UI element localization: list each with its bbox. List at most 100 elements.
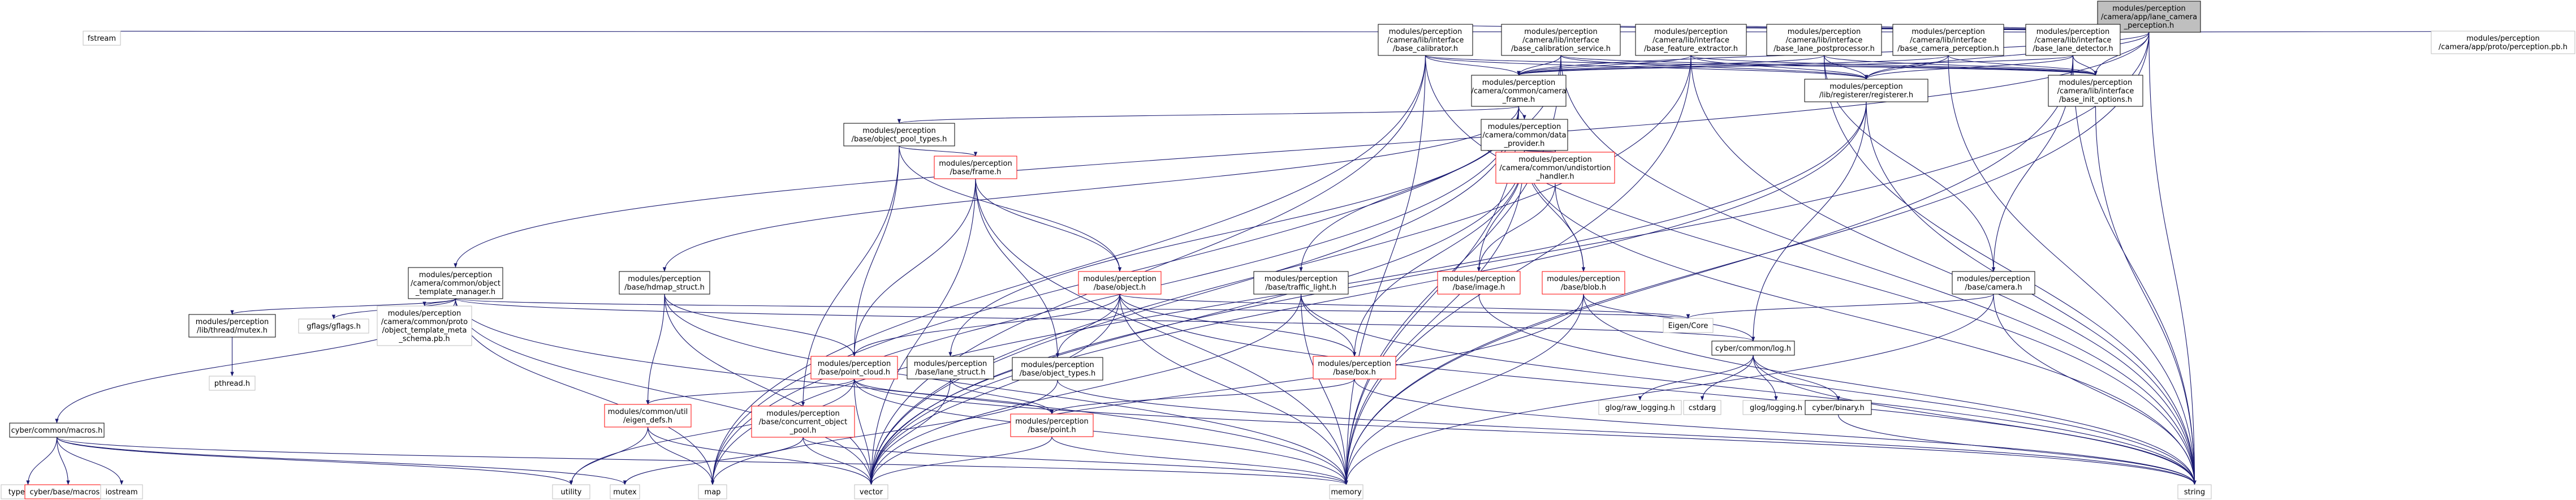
- edge-eigendefs-to-utility: [569, 426, 649, 485]
- node-label-line: /base/camera.h: [1965, 283, 2022, 292]
- node-macros[interactable]: cyber/common/macros.h: [9, 423, 105, 438]
- node-mutex: mutex: [610, 484, 640, 499]
- node-cameraframe[interactable]: modules/perception/camera/common/camera_…: [1471, 75, 1567, 107]
- node-label-line: memory: [1331, 488, 1362, 497]
- node-trafficlight[interactable]: modules/perception/base/traffic_light.h: [1253, 271, 1349, 295]
- node-label-line: /base/blob.h: [1561, 283, 1606, 292]
- node-calibrator[interactable]: modules/perception/camera/lib/interface/…: [1378, 24, 1473, 56]
- node-label-line: _schema.pb.h: [398, 335, 450, 343]
- node-camera[interactable]: modules/perception/base/camera.h: [1952, 271, 2035, 295]
- node-image[interactable]: modules/perception/base/image.h: [1437, 271, 1521, 295]
- node-label-line: modules/perception: [2059, 79, 2132, 87]
- node-label-line: /base/hdmap_struct.h: [624, 283, 705, 292]
- node-camperc[interactable]: modules/perception/camera/lib/interface/…: [1892, 24, 2004, 56]
- edge-calibrator-to-string: [1425, 55, 2197, 485]
- node-dataprovider[interactable]: modules/perception/camera/common/data_pr…: [1481, 119, 1568, 151]
- node-objpooltypes[interactable]: modules/perception/base/object_pool_type…: [843, 123, 955, 146]
- node-box: [552, 484, 590, 499]
- edge-object-to-memory: [1119, 294, 1348, 485]
- node-map: map: [698, 484, 727, 499]
- edge-image-to-string: [1478, 294, 2197, 485]
- node-label-line: _provider.h: [1504, 140, 1545, 148]
- node-label-line: modules/perception: [2466, 35, 2539, 43]
- node-log[interactable]: cyber/common/log.h: [1711, 340, 1795, 356]
- node-calibservice[interactable]: modules/perception/camera/lib/interface/…: [1501, 24, 1621, 56]
- edge-macros-to-utility: [56, 437, 573, 485]
- node-lanepost[interactable]: modules/perception/camera/lib/interface/…: [1766, 24, 1882, 56]
- node-label-line: modules/perception: [1911, 28, 1984, 36]
- node-objecttypes[interactable]: modules/perception/base/object_types.h: [1012, 357, 1103, 381]
- edge-cameraframe-to-dataprovider: [1518, 106, 1526, 120]
- node-basemacros[interactable]: cyber/base/macros.h: [24, 484, 112, 499]
- edge-point-to-vector: [869, 436, 1052, 485]
- node-eigendefs[interactable]: modules/common/util/eigen_defs.h: [604, 404, 692, 428]
- node-lanedet[interactable]: modules/perception/camera/lib/interface/…: [2025, 24, 2121, 56]
- node-object[interactable]: modules/perception/base/object.h: [1078, 271, 1162, 295]
- edge-calibservice-to-initoptions: [1560, 55, 2098, 76]
- node-box: [907, 356, 994, 380]
- node-label-line: modules/perception: [2112, 5, 2185, 13]
- node-memory: memory: [1329, 484, 1363, 499]
- edge-frame-to-memory: [975, 178, 1348, 485]
- node-registerer[interactable]: modules/perception/lib/registerer/regist…: [1804, 79, 1928, 102]
- edge-calibrator-to-vector: [869, 55, 1426, 485]
- node-label-line: modules/perception: [1957, 275, 2030, 283]
- edge-initoptions-to-string: [2095, 106, 2197, 485]
- node-box: [1437, 271, 1521, 295]
- node-label-line: /base_lane_postprocessor.h: [1774, 45, 1875, 53]
- node-blob[interactable]: modules/perception/base/blob.h: [1542, 271, 1625, 295]
- node-label-line: modules/perception: [914, 360, 987, 368]
- node-label-line: modules/perception: [1389, 28, 1462, 36]
- edge-featureext-to-string: [1690, 55, 2197, 485]
- node-label-line: _handler.h: [1535, 173, 1574, 181]
- node-hdmap[interactable]: modules/perception/base/hdmap_struct.h: [619, 271, 710, 295]
- node-gflags: gflags/gflags.h: [298, 318, 369, 334]
- edge-camera-to-memory: [1344, 294, 1994, 485]
- node-pointcloud[interactable]: modules/perception/base/point_cloud.h: [810, 356, 898, 380]
- edge-trafficlight-to-vector: [869, 294, 1302, 485]
- node-box: [854, 484, 888, 499]
- node-box: [100, 484, 143, 499]
- node-label-line: modules/perception: [628, 275, 701, 283]
- node-box: [1711, 340, 1795, 356]
- edge-frame-to-pointcloud: [852, 178, 976, 357]
- node-label-line: modules/perception: [1318, 360, 1391, 368]
- node-objtmpl[interactable]: modules/perception/camera/common/object_…: [408, 267, 503, 299]
- node-featureext[interactable]: modules/perception/camera/lib/interface/…: [1635, 24, 1747, 56]
- node-point[interactable]: modules/perception/base/point.h: [1010, 413, 1094, 437]
- edge-log-to-string: [1753, 355, 2197, 485]
- edge-featureext-to-cameraframe: [1517, 55, 1692, 76]
- edge-objpooltypes-to-concpool: [801, 145, 900, 407]
- node-undistortion[interactable]: modules/perception/camera/common/undisto…: [1495, 152, 1615, 184]
- node-label-line: modules/perception: [1518, 156, 1591, 164]
- edge-object-to-eigen: [1119, 294, 1690, 319]
- edge-lanedet-to-memory: [1344, 55, 2074, 485]
- node-frame[interactable]: modules/perception/base/frame.h: [934, 156, 1017, 179]
- edge-lanestruct-to-vector: [869, 378, 951, 485]
- node-label-line: modules/perception: [1524, 28, 1597, 36]
- edge-dataprovider-to-memory: [1344, 150, 1525, 485]
- node-initoptions[interactable]: modules/perception/camera/lib/interface/…: [2048, 75, 2143, 107]
- node-box: [1378, 24, 1473, 56]
- node-concpool[interactable]: modules/perception/base/concurrent_objec…: [751, 406, 855, 438]
- node-box: [2048, 75, 2143, 107]
- edge-objecttypes-to-string: [1057, 380, 2197, 485]
- node-vector: vector: [854, 484, 888, 499]
- node-box: [1742, 400, 1810, 415]
- edge-lanestruct-to-point: [950, 378, 1054, 415]
- edge-object-to-pointcloud: [852, 294, 1120, 357]
- node-box: [1501, 24, 1621, 56]
- edge-cameraframe-to-vector: [869, 106, 1520, 485]
- node-binary[interactable]: cyber/binary.h: [1805, 400, 1872, 415]
- edge-objtmpl-to-metapb: [422, 298, 456, 307]
- edge-objpooltypes-to-frame: [899, 145, 978, 157]
- node-box[interactable]: modules/perception/base/box.h: [1313, 356, 1396, 380]
- edge-calibrator-to-cameraframe: [1425, 55, 1521, 76]
- edge-cameraframe-to-hdmap: [662, 106, 1520, 272]
- node-mutexh[interactable]: modules/perception/lib/thread/mutex.h: [188, 314, 276, 338]
- node-box: [188, 314, 276, 338]
- node-label-line: cyber/base/macros.h: [29, 488, 106, 497]
- node-lanestruct[interactable]: modules/perception/base/lane_struct.h: [907, 356, 994, 380]
- edge-calibservice-to-registerer: [1560, 55, 1869, 80]
- edge-dataprovider-to-box: [1352, 150, 1525, 357]
